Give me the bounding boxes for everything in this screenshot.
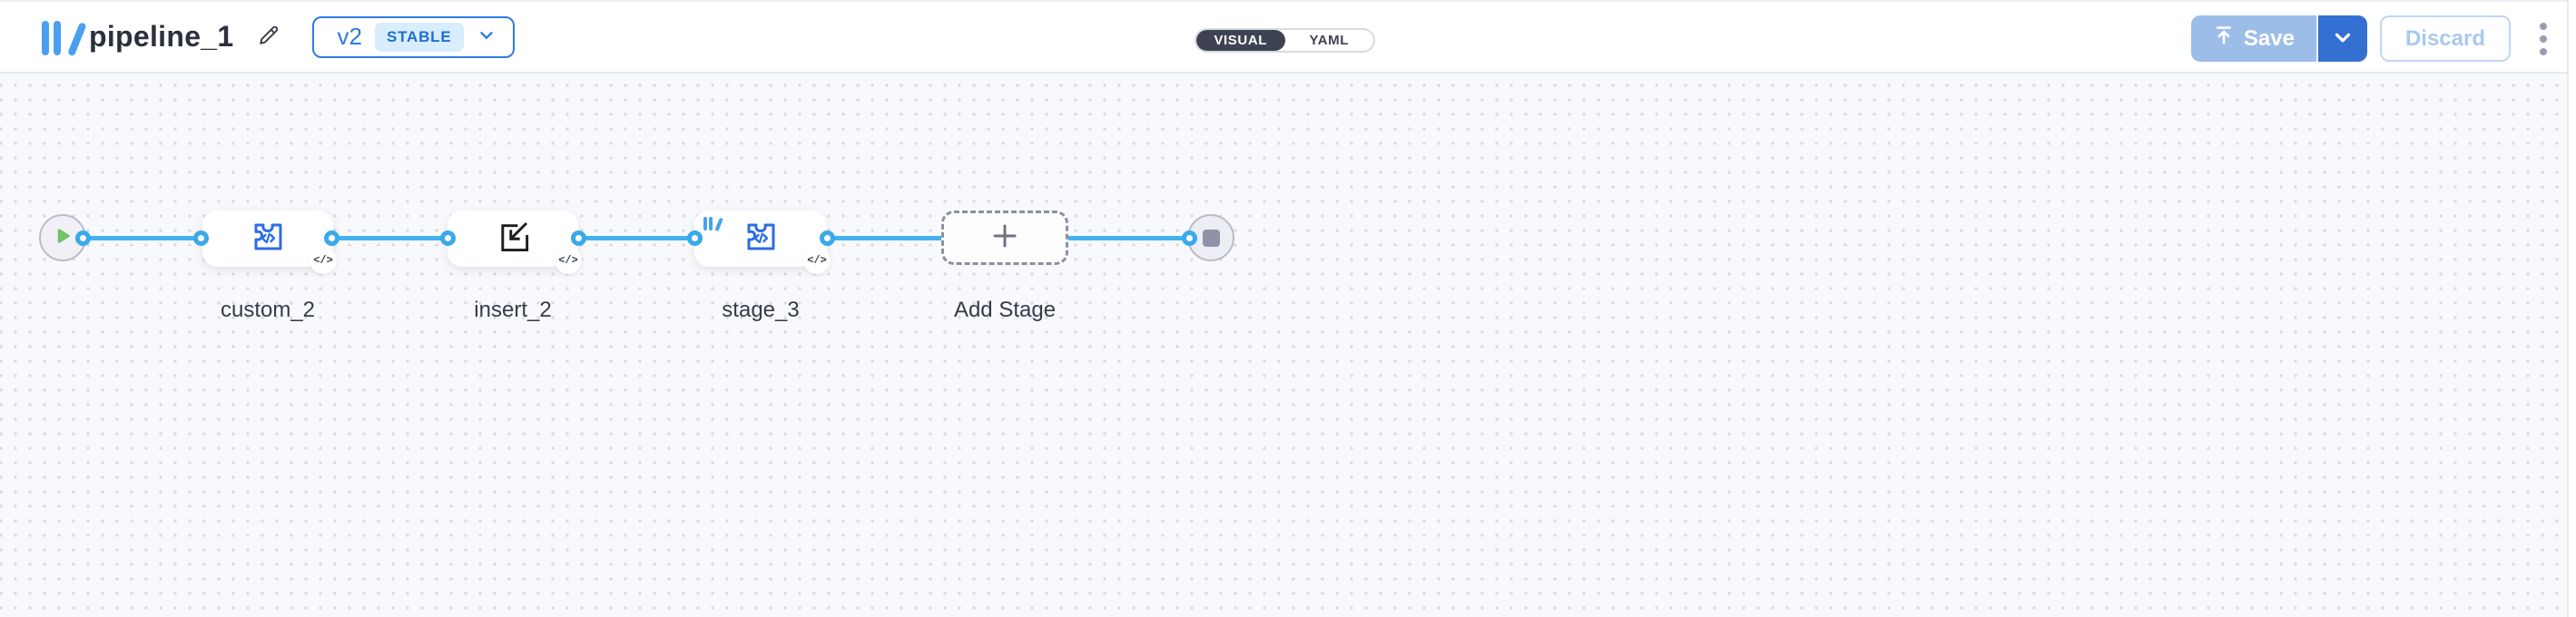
pipeline-canvas[interactable]: </> </> </> — [0, 74, 2576, 617]
port-output-in[interactable] — [1181, 230, 1197, 246]
pipeline-input-node[interactable] — [39, 214, 86, 261]
save-options-button[interactable] — [2317, 15, 2367, 62]
version-selector[interactable]: v2 STABLE — [311, 15, 515, 58]
discard-button[interactable]: Discard — [2379, 15, 2511, 62]
pipeline-output-node[interactable] — [1187, 214, 1234, 261]
node-label-stage-3: stage_3 — [722, 298, 800, 322]
page-title: pipeline_1 — [89, 20, 234, 53]
edit-title-button[interactable] — [251, 19, 287, 55]
tab-visual[interactable]: VISUAL — [1196, 30, 1285, 51]
puzzle-code-icon — [250, 221, 286, 257]
stop-icon — [1202, 229, 1220, 247]
kebab-menu-button[interactable] — [2523, 15, 2563, 62]
port-input-out[interactable] — [74, 230, 91, 246]
logo-bar — [714, 217, 723, 231]
library-logo-icon — [703, 217, 723, 231]
add-stage-button[interactable] — [941, 211, 1068, 265]
edge-input-custom2 — [83, 236, 201, 240]
upload-icon — [2213, 24, 2235, 53]
puzzle-code-icon — [742, 221, 779, 257]
stage-node-stage-3[interactable]: </> — [694, 211, 831, 274]
plus-icon — [990, 221, 1019, 255]
chevron-down-icon — [2331, 25, 2355, 52]
node-label-custom-2: custom_2 — [220, 298, 316, 322]
port-stage3-out[interactable] — [819, 230, 835, 246]
save-split-button: Save — [2190, 15, 2367, 62]
port-custom2-out[interactable] — [323, 230, 339, 246]
tab-yaml[interactable]: YAML — [1309, 33, 1350, 48]
save-button-label: Save — [2243, 25, 2295, 51]
node-label-add-stage: Add Stage — [953, 298, 1057, 322]
view-mode-toggle: VISUAL YAML — [1195, 28, 1375, 53]
version-label: v2 — [337, 23, 362, 50]
port-insert2-out[interactable] — [570, 230, 586, 246]
stage-node-insert-2[interactable]: </> — [447, 211, 582, 274]
status-badge: STABLE — [374, 22, 464, 52]
play-icon — [53, 226, 73, 250]
import-icon — [496, 220, 530, 259]
right-panel-edge — [2567, 0, 2576, 617]
kebab-dot — [2540, 22, 2547, 30]
save-button[interactable]: Save — [2190, 15, 2318, 62]
port-stage3-in[interactable] — [686, 230, 703, 246]
kebab-dot — [2540, 47, 2547, 55]
toolbar-actions: Save Discard — [2190, 2, 2563, 75]
node-label-insert-2: insert_2 — [474, 298, 552, 322]
code-badge: </> — [310, 247, 337, 274]
logo-bar — [67, 21, 87, 56]
edge-insert2-stage3 — [578, 236, 694, 240]
logo-bar — [709, 217, 713, 230]
logo-bar — [703, 217, 707, 230]
stage-node-custom-2[interactable]: </> — [202, 211, 337, 274]
code-badge: </> — [803, 247, 831, 274]
edge-custom2-insert2 — [331, 236, 447, 240]
logo-bar — [54, 20, 61, 55]
code-badge: </> — [555, 247, 582, 274]
chevron-down-icon — [477, 25, 497, 48]
port-insert2-in[interactable] — [439, 230, 456, 246]
pencil-icon — [256, 23, 281, 51]
logo-bar — [42, 20, 49, 55]
top-toolbar: pipeline_1 v2 STABLE VISUAL YAML — [0, 0, 2576, 73]
port-custom2-in[interactable] — [192, 230, 209, 246]
library-logo-icon — [42, 19, 87, 56]
kebab-dot — [2540, 34, 2547, 43]
